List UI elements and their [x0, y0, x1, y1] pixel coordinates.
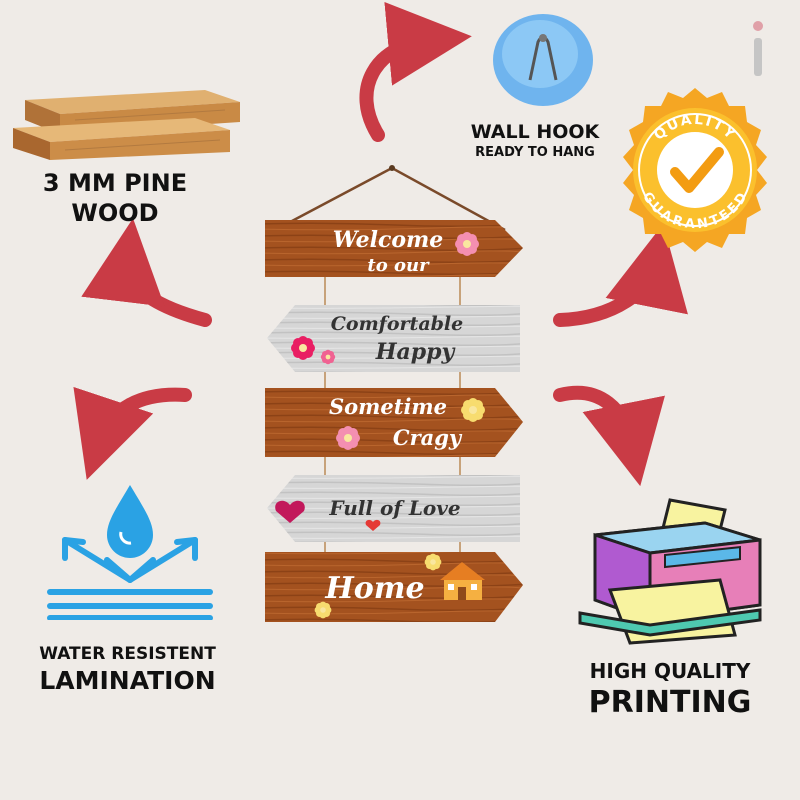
sign-5-line1: Home [324, 571, 424, 606]
water-feature-label: WATER RESISTENT LAMINATION [10, 643, 245, 697]
sign-board-3: Sometime Cragy [265, 388, 523, 457]
hook-feature-label: WALL HOOK READY TO HANG [440, 120, 630, 162]
sign-board-5: Home [265, 552, 523, 622]
heart-icon [275, 500, 305, 523]
sign-2-line1: Comfortable [331, 313, 463, 335]
printing-feature-label: HIGH QUALITY PRINTING [570, 658, 770, 722]
wall-hook-icon [488, 10, 598, 110]
wood-label-line1: 3 MM PINE [42, 169, 188, 197]
arrow-to-wood [81, 218, 212, 327]
hook-title: WALL HOOK [470, 121, 600, 143]
sign-2-line2: Happy [375, 339, 457, 365]
arrow-to-water [73, 386, 192, 480]
small-heart-icon [365, 519, 381, 531]
quality-badge-icon: QUALITY GUARANTEED [605, 85, 785, 255]
wood-planks-icon [5, 80, 245, 160]
sign-board-4: Full of Love [267, 475, 520, 542]
sign-1-line1: Welcome [333, 227, 444, 253]
sign-3-line2: Cragy [393, 425, 463, 450]
sign-4-line1: Full of Love [328, 496, 460, 520]
water-label-line2: LAMINATION [39, 666, 216, 695]
wood-label-line2: WOOD [71, 199, 159, 227]
sign-board-1: Welcome to our [265, 220, 523, 277]
arrow-to-hook [359, 2, 472, 142]
brand-logo [748, 20, 768, 80]
sign-1-line2: to our [367, 255, 430, 276]
water-drop-icon [45, 480, 215, 621]
sign-3-line1: Sometime [329, 394, 447, 419]
printing-label-line2: PRINTING [588, 685, 752, 720]
water-label-line1: WATER RESISTENT [39, 644, 216, 664]
arrow-to-printer [553, 385, 665, 487]
house-icon [440, 562, 485, 600]
printing-label-line1: HIGH QUALITY [589, 659, 751, 683]
sign-board-2: Comfortable Happy [267, 305, 520, 372]
wood-feature-label: 3 MM PINE WOOD [10, 168, 220, 228]
hanging-sign: Welcome to our Comfortable Happy Sometim… [265, 165, 523, 622]
printer-icon [570, 495, 770, 645]
arrow-to-quality [553, 223, 688, 327]
hook-subtitle: READY TO HANG [475, 145, 595, 160]
